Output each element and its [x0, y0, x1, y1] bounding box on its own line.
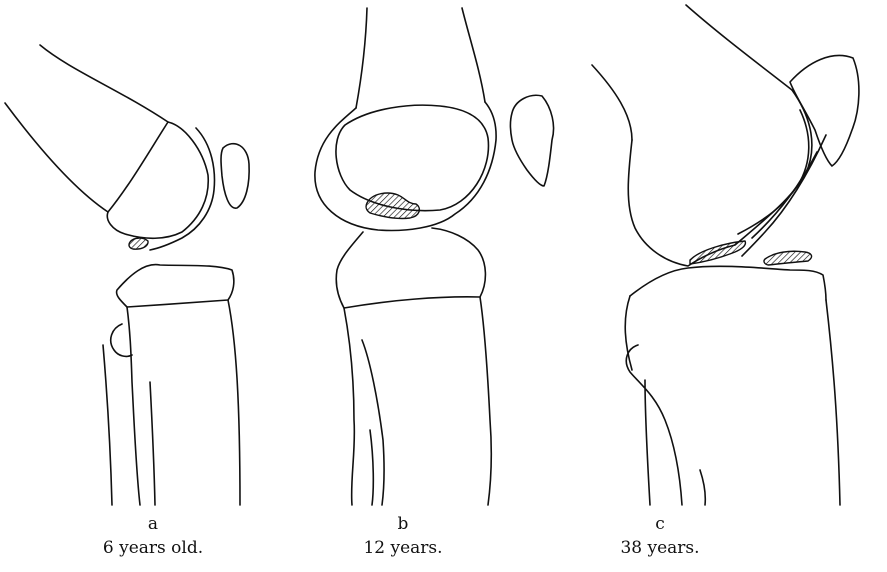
knee-diagram-c [592, 5, 859, 505]
figure-age-b: 12 years. [303, 536, 503, 560]
femoral-condyle-c [628, 90, 812, 266]
patella-a [221, 144, 249, 209]
tibial-plateau-c [630, 266, 826, 300]
figure-letter-b: b [303, 512, 503, 536]
knee-diagram-a [5, 45, 249, 505]
figure-letter-a: a [53, 512, 253, 536]
figure-letter-c: c [560, 512, 760, 536]
tibia-shaft-a [127, 300, 240, 505]
tibia-shaft-b [344, 297, 491, 505]
caption-c: c 38 years. [560, 512, 760, 560]
ossification-center-b [366, 193, 419, 218]
tibial-epiphysis-a [117, 265, 234, 307]
patella-b [511, 95, 554, 186]
patellar-ligament-c [742, 135, 826, 256]
fibula-c [626, 345, 705, 505]
femoral-epiphysis-inner-b [336, 105, 489, 210]
ossification-center-c [764, 251, 812, 265]
femur-shaft-b [356, 8, 485, 108]
tibia-shaft-c [625, 296, 840, 505]
femur-shaft-a [5, 45, 168, 212]
knee-diagram-b [315, 8, 554, 505]
femur-shaft-c [592, 5, 792, 140]
tibial-epiphysis-b [336, 228, 485, 308]
meniscus-c [690, 241, 745, 264]
fibula-b [362, 340, 384, 505]
ossification-center-a [129, 238, 148, 249]
figure-age-c: 38 years. [560, 536, 760, 560]
caption-a: a 6 years old. [53, 512, 253, 560]
caption-b: b 12 years. [303, 512, 503, 560]
figure-age-a: 6 years old. [53, 536, 253, 560]
femoral-epiphysis-a [107, 122, 208, 238]
fibula-a [103, 324, 155, 505]
